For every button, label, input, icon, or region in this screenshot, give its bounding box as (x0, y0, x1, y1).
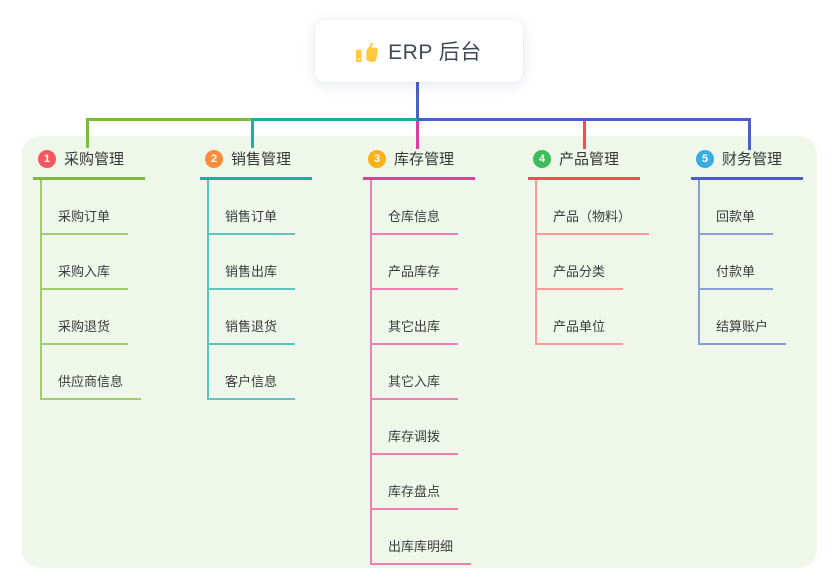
child-node[interactable]: 产品库存 (372, 235, 459, 290)
branch-children: 采购订单采购入库采购退货供应商信息 (40, 180, 145, 400)
connector-line (416, 121, 419, 149)
connector-line (86, 118, 89, 148)
branch-4: 4 产品管理 产品（物料）产品分类产品单位 (528, 148, 650, 345)
branch-1: 1 采购管理 采购订单采购入库采购退货供应商信息 (33, 148, 145, 400)
child-node[interactable]: 付款单 (700, 235, 774, 290)
connector-line (417, 118, 751, 121)
child-node[interactable]: 采购退货 (42, 290, 129, 345)
connector-line (251, 118, 254, 148)
branch-node[interactable]: 2 销售管理 (200, 148, 312, 180)
branch-children: 产品（物料）产品分类产品单位 (535, 180, 650, 345)
branch-number-badge: 2 (205, 149, 223, 168)
child-node[interactable]: 客户信息 (209, 345, 296, 400)
root-node-label: ERP 后台 (388, 41, 482, 64)
mindmap-canvas (22, 136, 817, 568)
branch-number-badge: 1 (38, 149, 56, 168)
child-node[interactable]: 销售退货 (209, 290, 296, 345)
thumbs-up-icon (356, 42, 379, 62)
child-node[interactable]: 销售出库 (209, 235, 296, 290)
branch-node[interactable]: 3 库存管理 (363, 148, 475, 180)
branch-number-badge: 4 (533, 149, 551, 168)
branch-children: 仓库信息产品库存其它出库其它入库库存调拨库存盘点出库库明细 (370, 180, 475, 565)
child-node[interactable]: 回款单 (700, 180, 774, 235)
branch-label: 销售管理 (231, 151, 292, 168)
branch-label: 库存管理 (394, 151, 455, 168)
branch-children: 销售订单销售出库销售退货客户信息 (207, 180, 312, 400)
root-node-erp[interactable]: ERP 后台 (315, 20, 523, 82)
branch-3: 3 库存管理 仓库信息产品库存其它出库其它入库库存调拨库存盘点出库库明细 (363, 148, 475, 565)
connector-line (748, 118, 751, 150)
branch-node[interactable]: 1 采购管理 (33, 148, 145, 180)
connector-line (251, 118, 419, 121)
branch-label: 采购管理 (64, 151, 125, 168)
child-node[interactable]: 其它出库 (372, 290, 459, 345)
branch-5: 5 财务管理 回款单付款单结算账户 (691, 148, 803, 345)
child-node[interactable]: 产品分类 (537, 235, 624, 290)
child-node[interactable]: 其它入库 (372, 345, 459, 400)
child-node[interactable]: 库存盘点 (372, 455, 459, 510)
branch-node[interactable]: 5 财务管理 (691, 148, 803, 180)
child-node[interactable]: 库存调拨 (372, 400, 459, 455)
child-node[interactable]: 供应商信息 (42, 345, 142, 400)
branch-label: 财务管理 (722, 151, 783, 168)
child-node[interactable]: 采购入库 (42, 235, 129, 290)
connector-line (416, 82, 419, 121)
child-node[interactable]: 结算账户 (700, 290, 787, 345)
child-node[interactable]: 出库库明细 (372, 510, 472, 565)
branch-number-badge: 3 (368, 149, 386, 168)
connector-line (583, 121, 586, 149)
branch-number-badge: 5 (696, 149, 714, 168)
branch-children: 回款单付款单结算账户 (698, 180, 803, 345)
branch-2: 2 销售管理 销售订单销售出库销售退货客户信息 (200, 148, 312, 400)
child-node[interactable]: 仓库信息 (372, 180, 459, 235)
child-node[interactable]: 产品单位 (537, 290, 624, 345)
child-node[interactable]: 销售订单 (209, 180, 296, 235)
child-node[interactable]: 产品（物料） (537, 180, 650, 235)
branch-node[interactable]: 4 产品管理 (528, 148, 640, 180)
branch-label: 产品管理 (559, 151, 620, 168)
child-node[interactable]: 采购订单 (42, 180, 129, 235)
